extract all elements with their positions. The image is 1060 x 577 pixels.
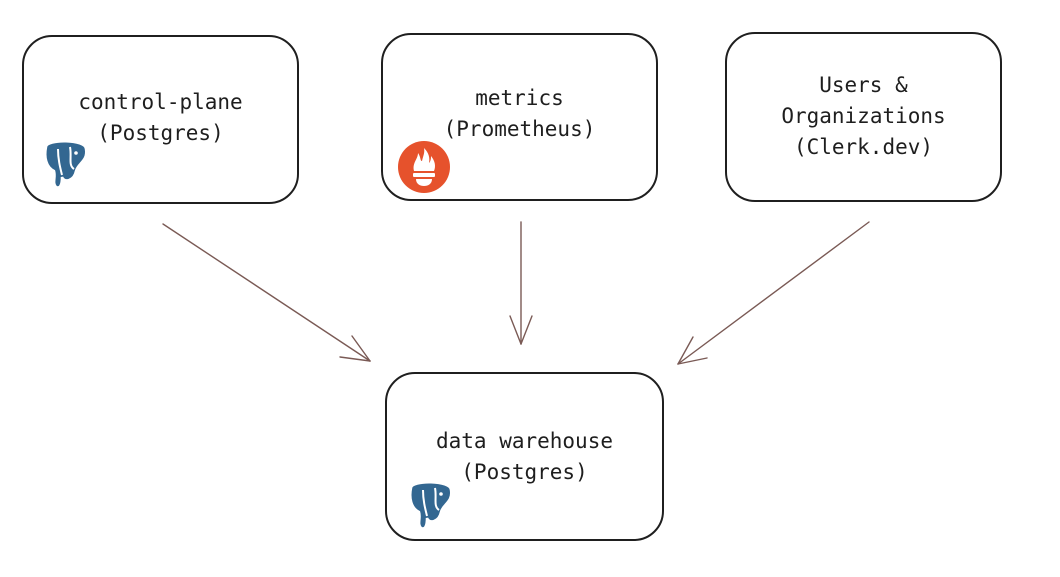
node-metrics-label: metrics (Prometheus) [383,83,656,145]
node-label-line1: metrics [475,86,564,110]
node-label-line2: (Postgres) [461,460,588,484]
postgres-elephant-icon [403,478,459,534]
node-label-line1: control-plane [78,90,243,114]
node-warehouse-label: data warehouse (Postgres) [387,426,662,488]
postgres-elephant-icon [38,137,94,193]
edge-users-to-warehouse [677,221,870,365]
edge-control-plane-to-warehouse [162,223,371,362]
node-label-line1: data warehouse [435,429,613,453]
node-label-line2: (Postgres) [97,121,224,145]
edge-metrics-to-warehouse [509,221,533,345]
node-data-warehouse: data warehouse (Postgres) [385,372,664,541]
node-label-line2: (Prometheus) [443,117,596,141]
node-control-plane: control-plane (Postgres) [22,35,299,204]
node-label-line1: Users & [819,73,908,97]
node-users-organizations: Users & Organizations (Clerk.dev) [725,32,1002,202]
node-metrics: metrics (Prometheus) [381,33,658,201]
node-label-line3: (Clerk.dev) [793,135,934,159]
prometheus-flame-icon [396,139,452,195]
node-control-plane-label: control-plane (Postgres) [24,87,297,149]
node-label-line2: Organizations [781,104,946,128]
node-users-label: Users & Organizations (Clerk.dev) [727,70,1000,163]
